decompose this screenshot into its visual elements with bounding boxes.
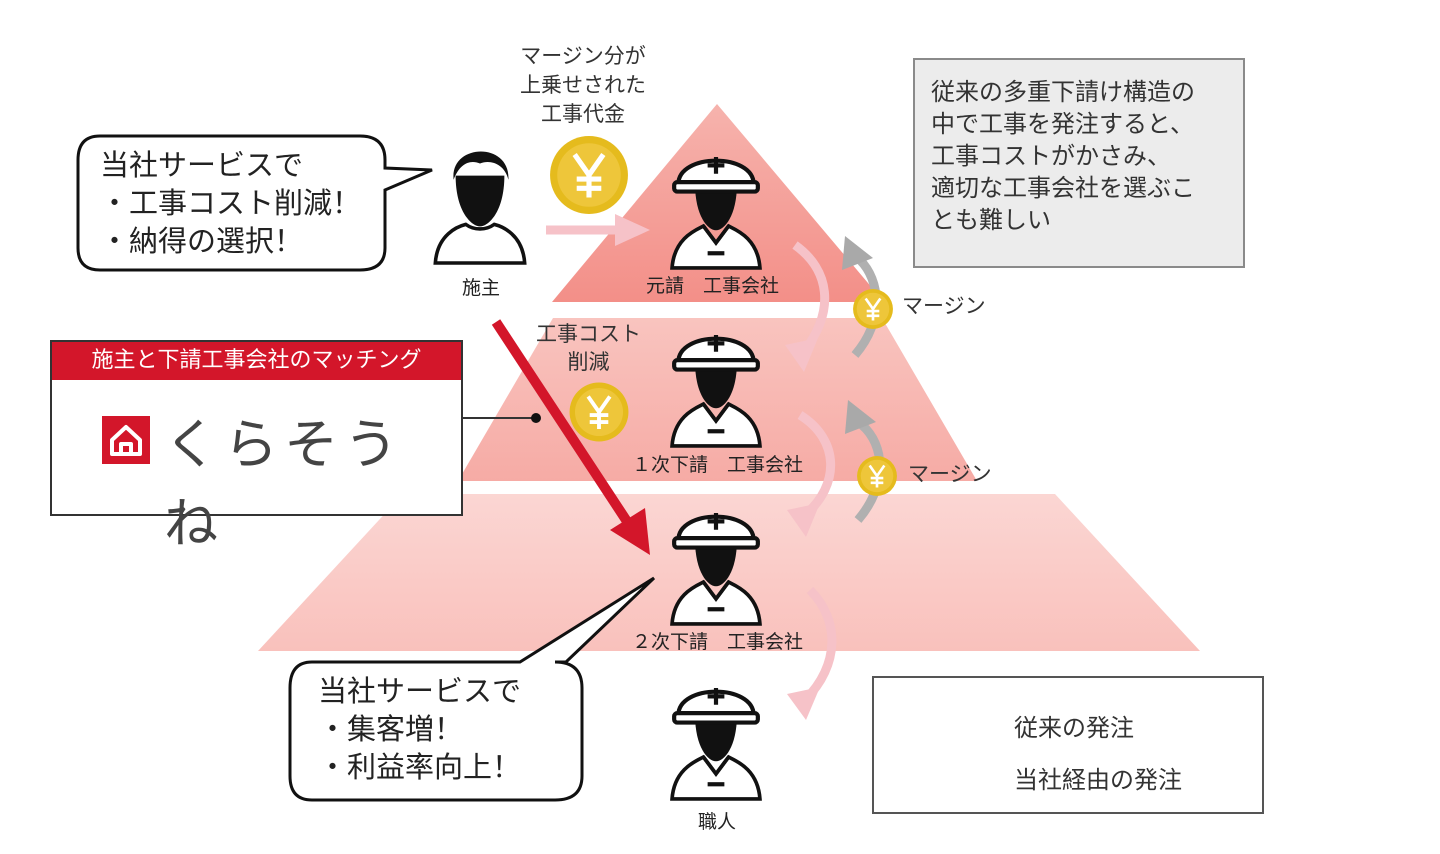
info-line-5: とも難しい	[931, 206, 1051, 234]
info-line-3: 工事コストがかさみ、	[931, 142, 1171, 170]
margin-note-line-2: 上乗せされた	[520, 73, 646, 97]
contractor-callout-line-1: 当社サービスで	[318, 674, 522, 708]
tier1-label: 元請 工事会社	[646, 275, 780, 297]
yen-coin-icon-tier1	[852, 288, 894, 330]
cost-cut-note-line-1: 工事コスト	[536, 322, 641, 346]
client-callout-line-3: ・納得の選択！	[100, 224, 304, 258]
legend: 従来の発注 当社経由の発注	[872, 676, 1264, 814]
cost-cut-note: 工事コスト 削減	[536, 320, 641, 376]
margin-note-line-1: マージン分が	[520, 44, 646, 68]
contractor-callout-line-2: ・集客増！	[318, 712, 464, 746]
tier3-label: ２次下請 工事会社	[632, 631, 804, 653]
client-label: 施主	[462, 277, 501, 299]
conventional-arrows	[546, 225, 837, 704]
via-us-arrow	[491, 319, 650, 555]
craftsman-label: 職人	[698, 811, 737, 833]
home-logo-icon	[102, 416, 150, 464]
margin-label-2: マージン	[908, 462, 992, 486]
info-box: 従来の多重下請け構造の 中で工事を発注すると、 工事コストがかさみ、 適切な工事…	[913, 58, 1245, 268]
info-line-2: 中で工事を発注すると、	[931, 110, 1195, 138]
cost-cut-note-line-2: 削減	[567, 350, 610, 374]
client-callout-bubble	[76, 134, 433, 272]
yen-coin-icon-tier2	[856, 455, 898, 497]
legend-via-us-label: 当社経由の発注	[1014, 766, 1182, 794]
brand-name: くらそうね	[164, 413, 404, 555]
contractor-callout: 当社サービスで ・集客増！ ・利益率向上！	[318, 672, 521, 786]
client-callout-line-2: ・工事コスト削減！	[100, 186, 362, 220]
brand-header: 施主と下請工事会社のマッチング	[52, 342, 461, 380]
tier2-label: １次下請 工事会社	[632, 454, 804, 476]
worker-icon-craftsman	[672, 688, 760, 799]
client-callout-line-1: 当社サービスで	[100, 148, 304, 182]
margin-label-1: マージン	[902, 294, 986, 318]
client-callout: 当社サービスで ・工事コスト削減！ ・納得の選択！	[100, 146, 361, 260]
contractor-callout-line-3: ・利益率向上！	[318, 750, 522, 784]
conventional-arrow-heads	[615, 214, 820, 720]
yen-coin-icon-margin	[550, 136, 628, 214]
legend-conventional-label: 従来の発注	[1014, 714, 1134, 742]
client-person-icon	[433, 149, 527, 265]
margin-note: マージン分が 上乗せされた 工事代金	[520, 42, 646, 129]
brand-box: 施主と下請工事会社のマッチング くらそうね	[50, 340, 463, 555]
contractor-callout-bubble	[288, 576, 656, 802]
margin-note-line-3: 工事代金	[541, 102, 625, 126]
yen-coin-icon-cost-cut	[568, 381, 630, 443]
info-line-4: 適切な工事会社を選ぶこ	[931, 174, 1195, 202]
info-line-1: 従来の多重下請け構造の	[931, 78, 1195, 106]
